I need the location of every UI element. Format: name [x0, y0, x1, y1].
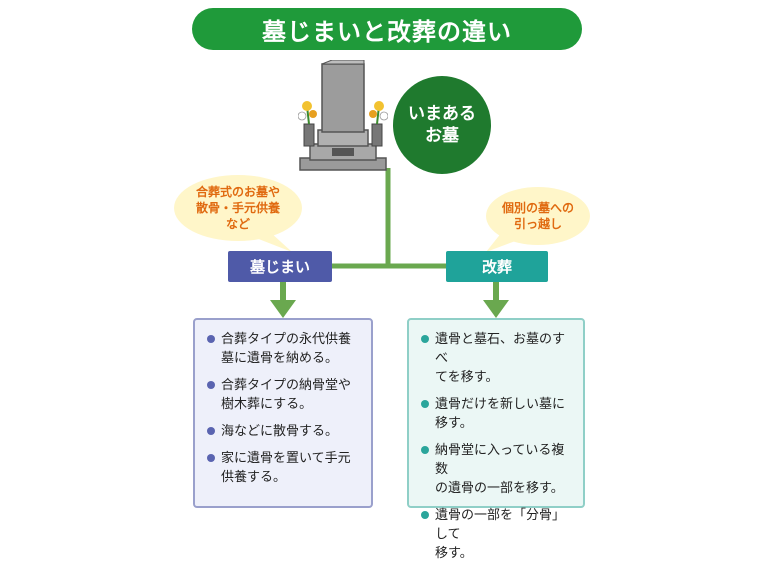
list-item: 合葬タイプの納骨堂や樹木葬にする。: [207, 376, 361, 414]
list-item: 合葬タイプの永代供養墓に遺骨を納める。: [207, 330, 361, 368]
circle-label-line-1: いまある: [408, 103, 476, 124]
list-item: 遺骨と墓石、お墓のすべてを移す。: [421, 330, 573, 387]
bubble-left-text: 合葬式のお墓や 散骨・手元供養 など: [176, 176, 300, 240]
list-item: 納骨堂に入っている複数の遺骨の一部を移す。: [421, 441, 573, 498]
left-branch-list: 合葬タイプの永代供養墓に遺骨を納める。 合葬タイプの納骨堂や樹木葬にする。 海な…: [193, 318, 373, 508]
bubble-right-line-1: 個別の墓への: [501, 200, 574, 215]
bubble-left-line-3: など: [225, 217, 250, 232]
bullet-icon: [207, 427, 215, 435]
list-item: 遺骨の一部を「分骨」して移す。: [421, 506, 573, 563]
speech-bubble-left: [174, 175, 302, 252]
current-grave-circle: いまある お墓: [393, 76, 491, 174]
bullet-icon: [207, 454, 215, 462]
bullet-icon: [207, 381, 215, 389]
bubble-right-text: 個別の墓への 引っ越し: [488, 192, 588, 240]
speech-bubble-right: [486, 187, 590, 252]
right-branch-list: 遺骨と墓石、お墓のすべてを移す。 遺骨だけを新しい墓に移す。 納骨堂に入っている…: [407, 318, 585, 561]
flower-right-icon: [369, 101, 388, 147]
list-item: 海などに散骨する。: [207, 422, 361, 441]
flower-left-icon: [298, 101, 317, 147]
right-arrow-head: [483, 300, 509, 318]
connector-diagram: [174, 168, 590, 318]
left-branch-label: 墓じまい: [228, 251, 332, 282]
bullet-icon: [421, 511, 429, 519]
gravestone-icon: [298, 60, 388, 171]
bullet-icon: [207, 335, 215, 343]
bullet-icon: [421, 400, 429, 408]
list-item: 家に遺骨を置いて手元供養する。: [207, 449, 361, 487]
bubble-left-line-2: 散骨・手元供養: [195, 200, 280, 215]
bubble-right-line-2: 引っ越し: [513, 217, 562, 231]
page-title: 墓じまいと改葬の違い: [192, 8, 582, 50]
left-arrow-head: [270, 300, 296, 318]
bullet-icon: [421, 335, 429, 343]
bullet-icon: [421, 446, 429, 454]
right-branch-label: 改葬: [446, 251, 548, 282]
list-item: 遺骨だけを新しい墓に移す。: [421, 395, 573, 433]
circle-label-line-2: お墓: [425, 126, 459, 146]
bubble-left-line-1: 合葬式のお墓や: [195, 184, 280, 199]
